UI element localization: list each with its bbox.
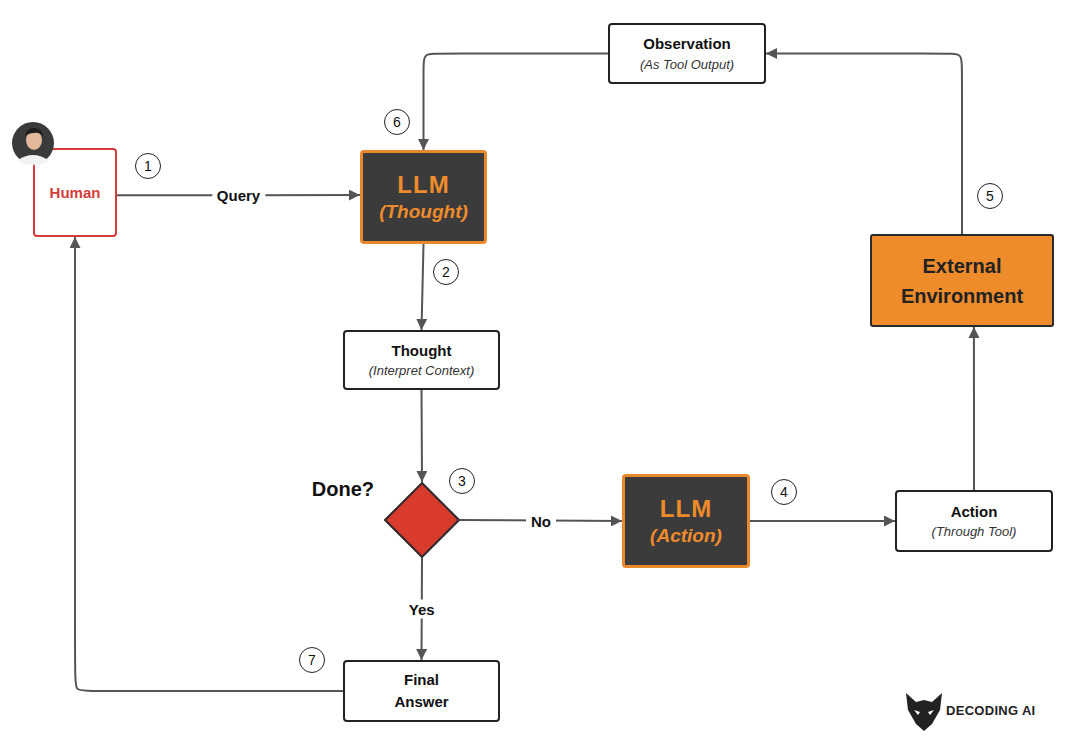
node-title: Action	[951, 502, 998, 522]
callout-number: 1	[135, 153, 161, 179]
node-title: Done?	[312, 478, 374, 501]
flow-arrow	[424, 54, 609, 151]
fox-eye	[928, 710, 934, 715]
llm-box: LLM(Thought)	[360, 150, 487, 244]
watermark: DECODING AI	[946, 703, 1036, 718]
observation-box: Observation (As Tool Output)	[608, 23, 766, 84]
flow-arrow	[75, 237, 343, 691]
node-subtitle: (Through Tool)	[932, 524, 1017, 540]
flow-arrow	[766, 54, 962, 235]
edge-label: No	[526, 511, 556, 530]
node-title: Human	[50, 184, 101, 201]
llm-box: LLM(Action)	[622, 474, 750, 568]
avatar-hair	[25, 128, 43, 137]
callout-number: 3	[449, 468, 475, 494]
node-subtitle: (Thought)	[379, 200, 468, 224]
fox-head	[906, 693, 942, 731]
process-box: Action (Through Tool)	[895, 490, 1053, 552]
callout-number: 2	[433, 259, 459, 285]
callout-number: 6	[384, 109, 410, 135]
decision-diamond: Done?	[384, 482, 460, 558]
node-subtitle: (As Tool Output)	[640, 57, 734, 73]
callout-number: 4	[771, 479, 797, 505]
node-title: LLM	[397, 170, 449, 200]
diamond-outline	[384, 482, 460, 558]
callout-number: 7	[299, 647, 325, 673]
node-title: Thought	[392, 341, 452, 361]
connector-group	[75, 54, 974, 692]
actor-box: Human	[33, 148, 117, 237]
environment-box: External Environment	[870, 234, 1054, 327]
fox-eye	[914, 710, 920, 715]
diamond-shape	[385, 483, 459, 557]
node-title: External Environment	[877, 251, 1047, 311]
edge-label: Yes	[404, 600, 440, 619]
node-subtitle: (Action)	[650, 524, 722, 548]
avatar-face	[26, 130, 42, 150]
node-title: Observation	[643, 34, 731, 54]
node-subtitle: (Interpret Context)	[369, 363, 475, 379]
node-title: LLM	[660, 494, 712, 524]
terminal-box: Final Answer	[343, 660, 500, 722]
flow-arrow	[421, 390, 424, 482]
logo-icon	[906, 693, 942, 731]
flow-arrow	[750, 520, 895, 522]
flow-arrow	[973, 327, 975, 490]
edge-label: Query	[212, 186, 265, 205]
process-box: Thought (Interpret Context)	[343, 330, 500, 390]
node-title: Final Answer	[387, 669, 457, 713]
flow-arrow	[422, 244, 424, 330]
callout-number: 5	[977, 183, 1003, 209]
